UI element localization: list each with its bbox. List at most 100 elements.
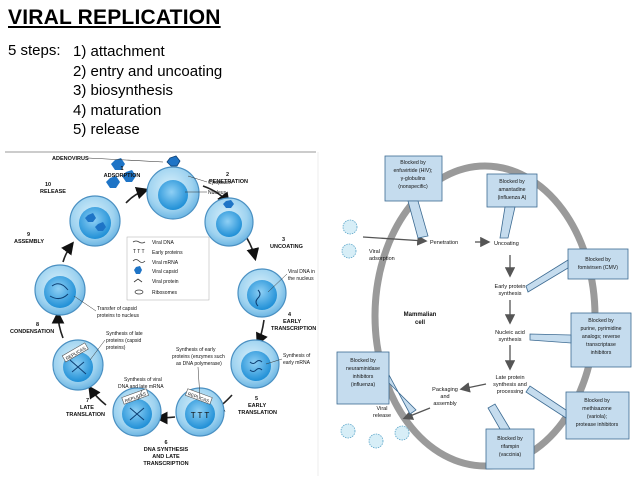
block-text: fomivirsen (CMV) [578, 265, 618, 271]
legend-item: Viral capsid [152, 269, 178, 275]
block-box-enfuvirtide [384, 155, 443, 202]
block-text: protease inhibitors [576, 422, 619, 428]
note-line: the nucleus [288, 276, 314, 282]
note-line: proteins (capsid [106, 338, 142, 344]
block-text: (vaccinia) [499, 452, 521, 458]
block-text: neuraminidase [346, 366, 380, 372]
stage-label-line: AND LATE [152, 454, 180, 460]
note-line: Synthesis of viral [124, 377, 162, 383]
step-label-penetration: Penetration [430, 240, 458, 246]
block-text: (variola); [587, 414, 607, 420]
step-label: synthesis [499, 337, 522, 343]
block-box-purine [570, 312, 632, 368]
stage-label-line: EARLY [248, 403, 266, 409]
step-label: processing [497, 389, 524, 395]
legend: T T T Viral DNA Early proteins Viral mRN… [126, 236, 210, 301]
note-line: Synthesis of early [176, 347, 216, 353]
stage-label-assembly: ASSEMBLY [14, 239, 44, 245]
stage-label-line: TRANSLATION [238, 410, 277, 416]
step-label: synthesis [499, 291, 522, 297]
block-text: enfuvirtide (HIV); [394, 168, 433, 174]
right-diagram: Mammalian cell Viral adsorption Penetrat… [317, 152, 632, 476]
step-label: adsorption [369, 256, 395, 262]
stage-label-uncoating: UNCOATING [270, 244, 303, 250]
stage-number: 10 [45, 182, 51, 188]
block-text: transcriptase [586, 342, 616, 348]
step-label: Viral [377, 406, 388, 412]
cell-penetration [204, 197, 254, 247]
note-line: Synthesis of [283, 353, 311, 359]
stage-number: 3 [282, 237, 285, 243]
cell-uncoating [237, 268, 287, 318]
block-text: purine, pyrimidine [581, 326, 622, 332]
block-text: Blocked by [585, 257, 611, 263]
step-item: 3) biosynthesis [73, 82, 174, 100]
legend-item: Viral mRNA [152, 260, 179, 266]
block-text: Blocked by [584, 398, 610, 404]
stage-label-line: TRANSCRIPTION [271, 326, 316, 332]
step-label: and [440, 394, 449, 400]
note-line: proteins (enzymes such [172, 354, 225, 360]
note-line: Transfer of capsid [97, 306, 137, 312]
note-line: proteins) [106, 345, 126, 351]
stage-number: 5 [255, 396, 258, 402]
stage-number: 6 [164, 440, 167, 446]
stage-label-adsorption: ADSORPTION [104, 173, 141, 179]
cell-early-transcription [230, 339, 280, 389]
cell-assembly [69, 195, 121, 247]
cell-label-line: Mammalian [404, 312, 437, 318]
block-text: Blocked by [350, 358, 376, 364]
stage-label-line: TRANSCRIPTION [143, 461, 188, 467]
block-box-amantadine [486, 173, 538, 208]
stage-number: 7 [86, 398, 89, 404]
steps-list: 1) attachment 2) entry and uncoating 3) … [73, 42, 222, 140]
ribosomes-icon [134, 289, 144, 295]
block-text: Blocked by [400, 160, 426, 166]
left-diagram: T T T REPLICAS REPLICAS [5, 151, 316, 467]
block-text: inhibitors [591, 350, 612, 356]
cell-label-line: cell [415, 320, 425, 326]
viral-protein-icon [133, 278, 143, 283]
virus-particles [340, 219, 410, 449]
block-boxes [336, 155, 632, 470]
stage-number: 4 [288, 312, 292, 318]
step-label: release [373, 413, 391, 419]
step-item: 5) release [73, 121, 140, 139]
viral-mrna-icon [132, 259, 146, 263]
stage-number: 1 [120, 166, 123, 172]
block-text: analogs; reverse [582, 334, 620, 340]
step-label: Nucleic acid [495, 330, 525, 336]
note-line: Viral DNA in [288, 269, 315, 275]
legend-item: Viral protein [152, 279, 179, 285]
legend-item: Ribosomes [152, 290, 178, 296]
steps-lead-label: 5 steps: [8, 42, 61, 59]
block-text: methisazone [582, 406, 612, 412]
note-line: as DNA polymerase) [176, 361, 222, 367]
svg-text:T T T: T T T [191, 411, 210, 420]
block-text: γ-globulins [401, 176, 426, 182]
block-text: (influenza A) [498, 195, 527, 201]
block-box-rifampin [485, 428, 535, 470]
cytoplasm-label: Cytoplasm [208, 180, 232, 186]
block-text: Blocked by [497, 436, 523, 442]
note-line: DNA and late mRNA [118, 384, 164, 390]
stage-number: 8 [36, 322, 39, 328]
cell-condensation [34, 264, 86, 316]
stage-label-line: TRANSLATION [66, 412, 105, 418]
step-label-uncoating: Uncoating [494, 241, 519, 247]
step-item: 4) maturation [73, 101, 162, 119]
block-connectors [388, 200, 572, 430]
block-text: Blocked by [588, 318, 614, 324]
viral-dna-icon [132, 240, 146, 244]
block-text: Blocked by [499, 179, 525, 185]
stage-label-penetration: PENETRATION [209, 179, 248, 185]
step-label: Packaging [432, 387, 458, 393]
block-box-methisazone [565, 391, 630, 440]
step-label: Early protein [495, 284, 526, 290]
legend-item: Early proteins [152, 250, 183, 256]
step-item: 2) entry and uncoating [73, 62, 223, 80]
slide-title: VIRAL REPLICATION [8, 6, 221, 29]
block-text: rifampin [501, 444, 520, 450]
note-line: Synthesis of late [106, 331, 143, 337]
